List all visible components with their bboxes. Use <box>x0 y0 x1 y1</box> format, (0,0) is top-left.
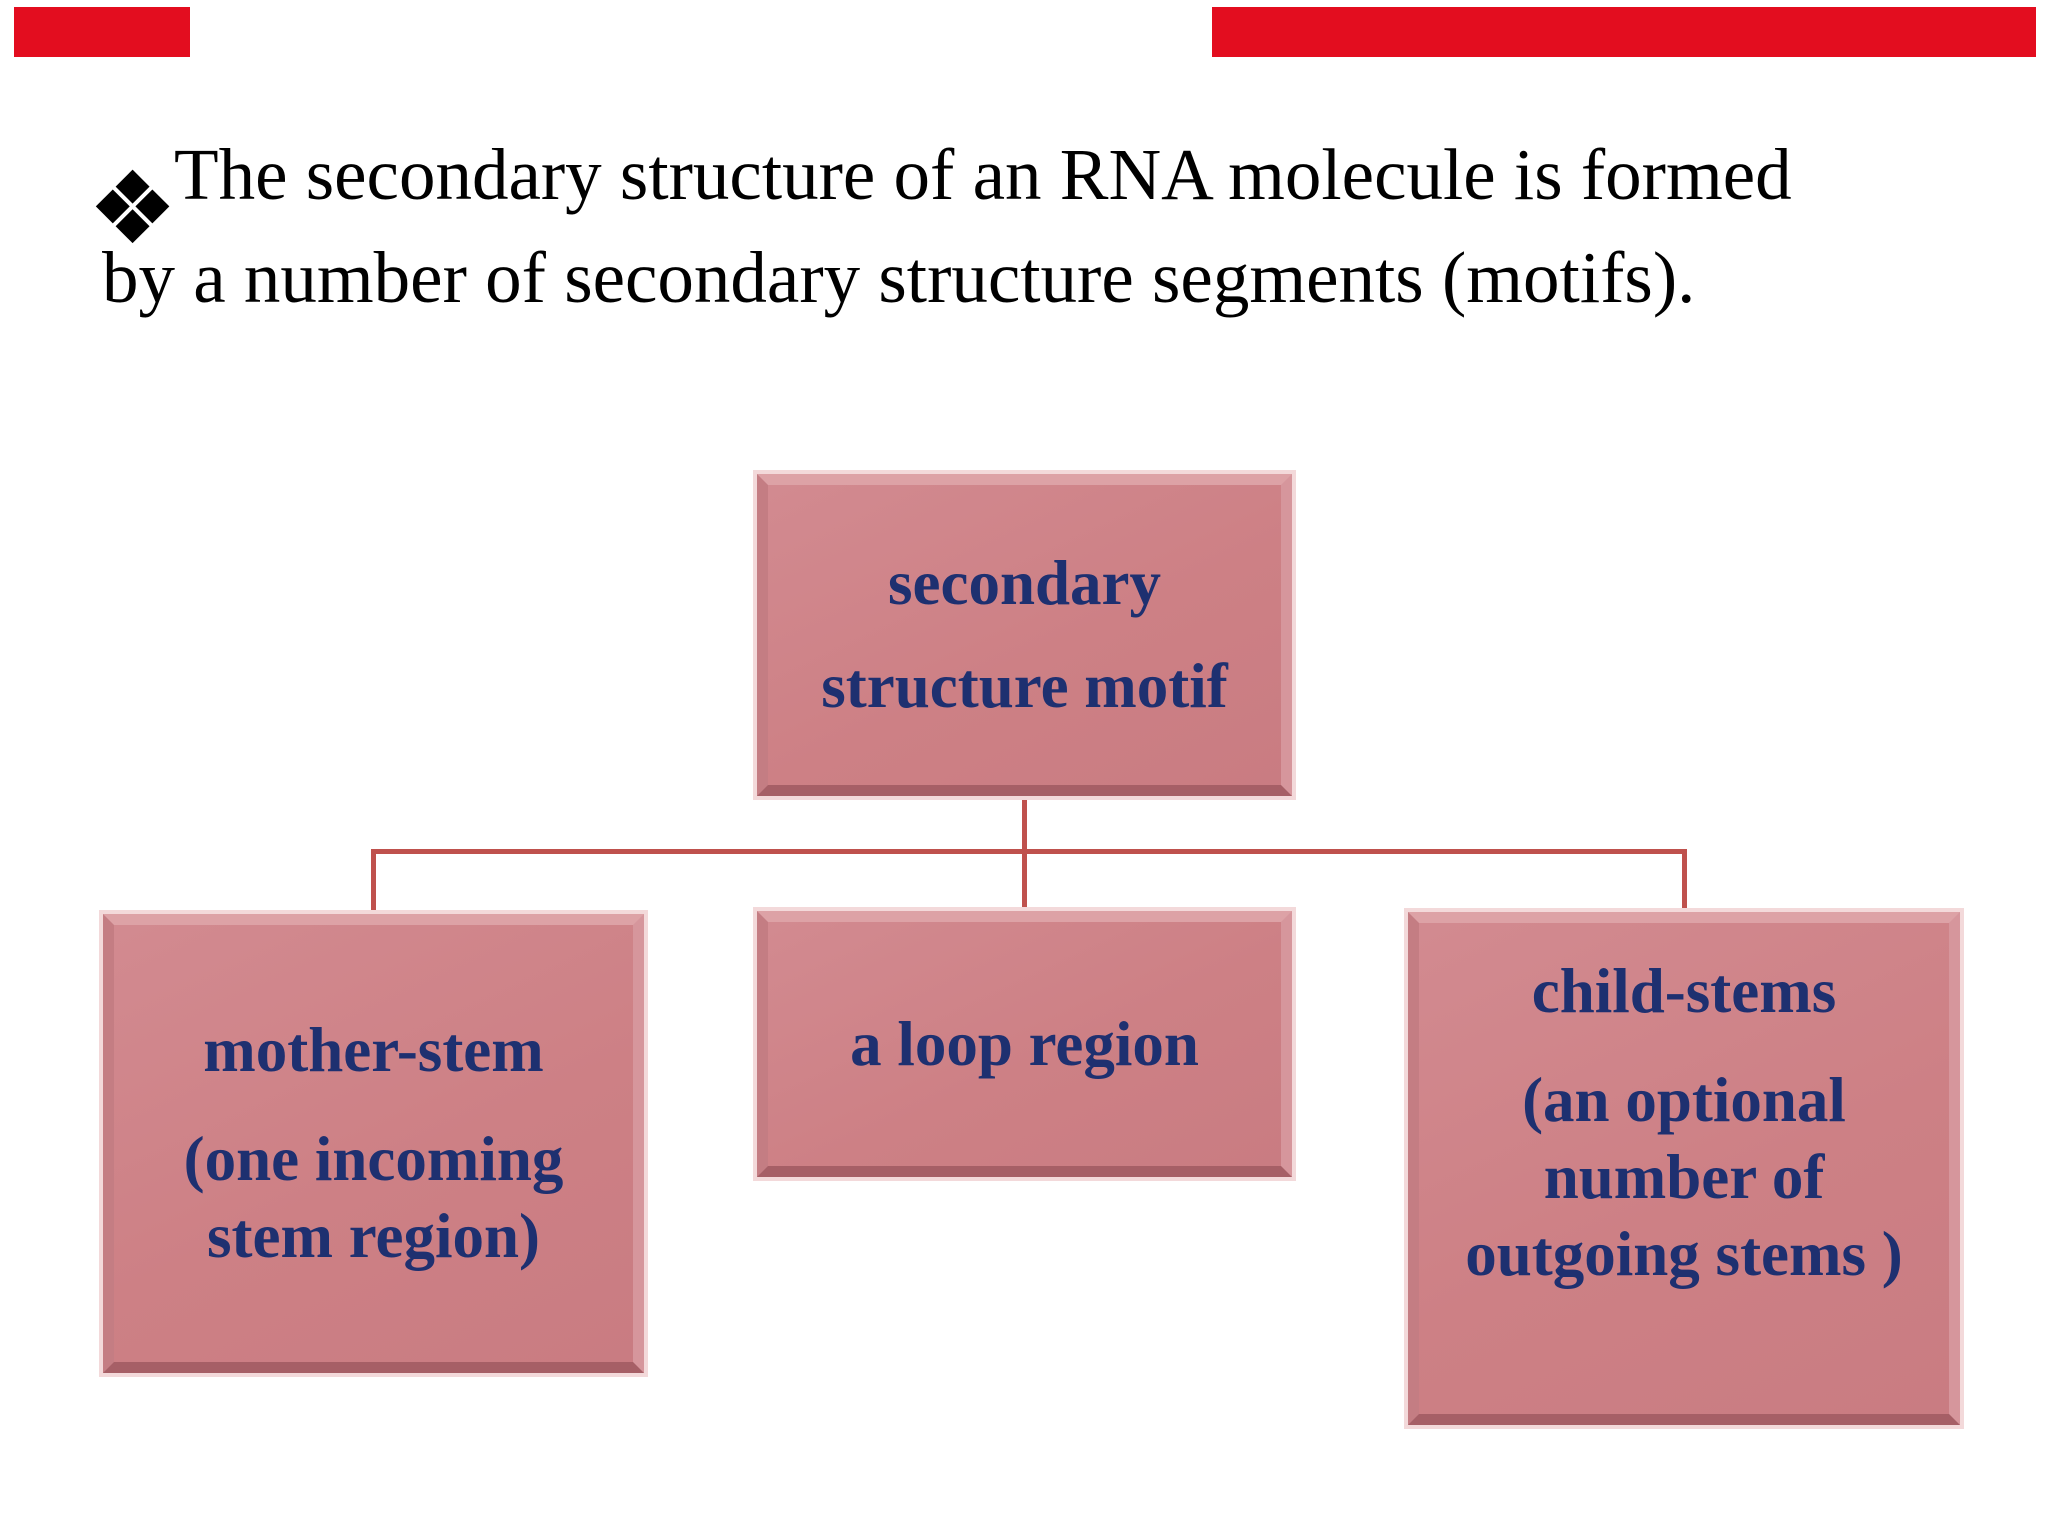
node-text-line: structure motif <box>821 651 1228 721</box>
slide-title-line-1: The secondary structure of an RNA molecu… <box>95 128 1792 244</box>
node-text-line: (an optional <box>1522 1065 1846 1135</box>
slide-title-text-2: by a number of secondary structure segme… <box>102 237 1696 318</box>
node-text-line: outgoing stems ) <box>1465 1219 1903 1289</box>
node-text-line: mother-stem <box>203 1015 544 1085</box>
node-text-line: number of <box>1543 1142 1825 1212</box>
slide-title-line-2: by a number of secondary structure segme… <box>102 231 1792 325</box>
node-text-line: (one incoming <box>183 1124 564 1194</box>
node-text-line: stem region) <box>207 1201 540 1271</box>
slide-title: The secondary structure of an RNA molecu… <box>95 128 1792 325</box>
node-text-line: secondary <box>888 548 1161 618</box>
diagram-node-secondary-structure-motif: secondary structure motif <box>757 474 1292 796</box>
slide-title-text-1: The secondary structure of an RNA molecu… <box>174 134 1792 215</box>
diagram-node-a-loop-region: a loop region <box>757 911 1292 1177</box>
node-text-line: child-stems <box>1531 956 1837 1026</box>
connector-drop-left <box>371 849 376 914</box>
diagram-node-child-stems: child-stems (an optional number of outgo… <box>1408 912 1960 1425</box>
connector-drop-right <box>1682 849 1687 912</box>
diagram-node-mother-stem: mother-stem (one incoming stem region) <box>103 914 644 1373</box>
node-text-line: a loop region <box>850 1008 1199 1079</box>
top-left-red-bar <box>14 7 190 57</box>
top-right-red-bar <box>1212 7 2036 57</box>
connector-horizontal <box>371 849 1687 854</box>
